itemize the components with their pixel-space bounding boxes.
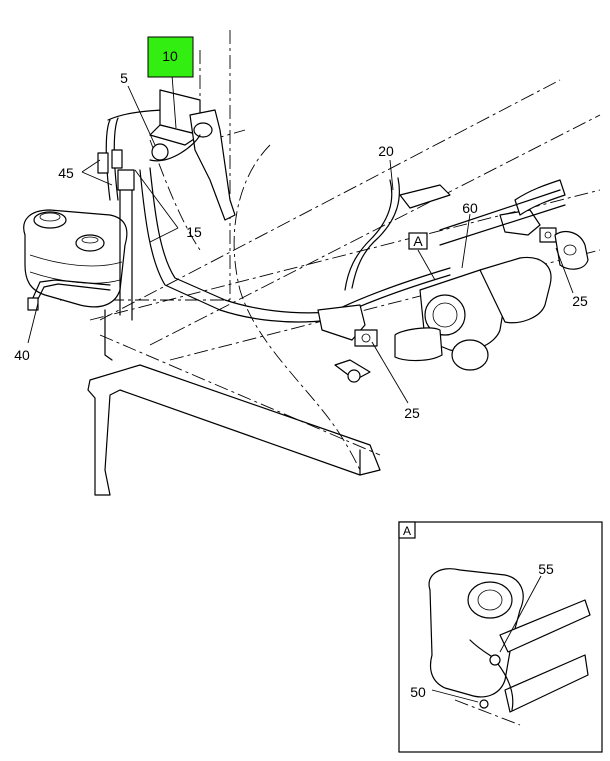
switch-bracket (149, 89, 236, 221)
detail-view-a: A 55 50 (398, 521, 603, 753)
highlighted-part-box[interactable] (147, 36, 194, 78)
fluid-reservoir (23, 209, 128, 308)
cross-member (87, 334, 381, 496)
callout-25-bottom[interactable]: 25 (404, 405, 420, 421)
callout-25-right[interactable]: 25 (572, 293, 588, 309)
callout-40[interactable]: 40 (14, 347, 30, 363)
detail-ref-box (408, 232, 428, 250)
callout-20[interactable]: 20 (378, 143, 394, 159)
callout-55[interactable]: 55 (538, 561, 554, 577)
body-outline (149, 139, 361, 471)
callout-45[interactable]: 45 (58, 165, 74, 181)
detail-tag-box (398, 521, 416, 539)
callout-A[interactable]: A (413, 233, 423, 249)
leader-lines (27, 74, 574, 404)
brake-actuator (334, 231, 589, 383)
sensor-connector (27, 279, 111, 311)
callout-5[interactable]: 5 (120, 70, 128, 86)
callout-labels: 10 5 45 15 40 20 60 A 25 25 (14, 36, 588, 421)
callout-60[interactable]: 60 (462, 200, 478, 216)
callout-50[interactable]: 50 (410, 684, 426, 700)
upper-tube (399, 179, 566, 246)
callout-10[interactable]: 10 (162, 48, 178, 64)
detail-tag: A (403, 524, 411, 538)
callout-15[interactable]: 15 (186, 224, 202, 240)
